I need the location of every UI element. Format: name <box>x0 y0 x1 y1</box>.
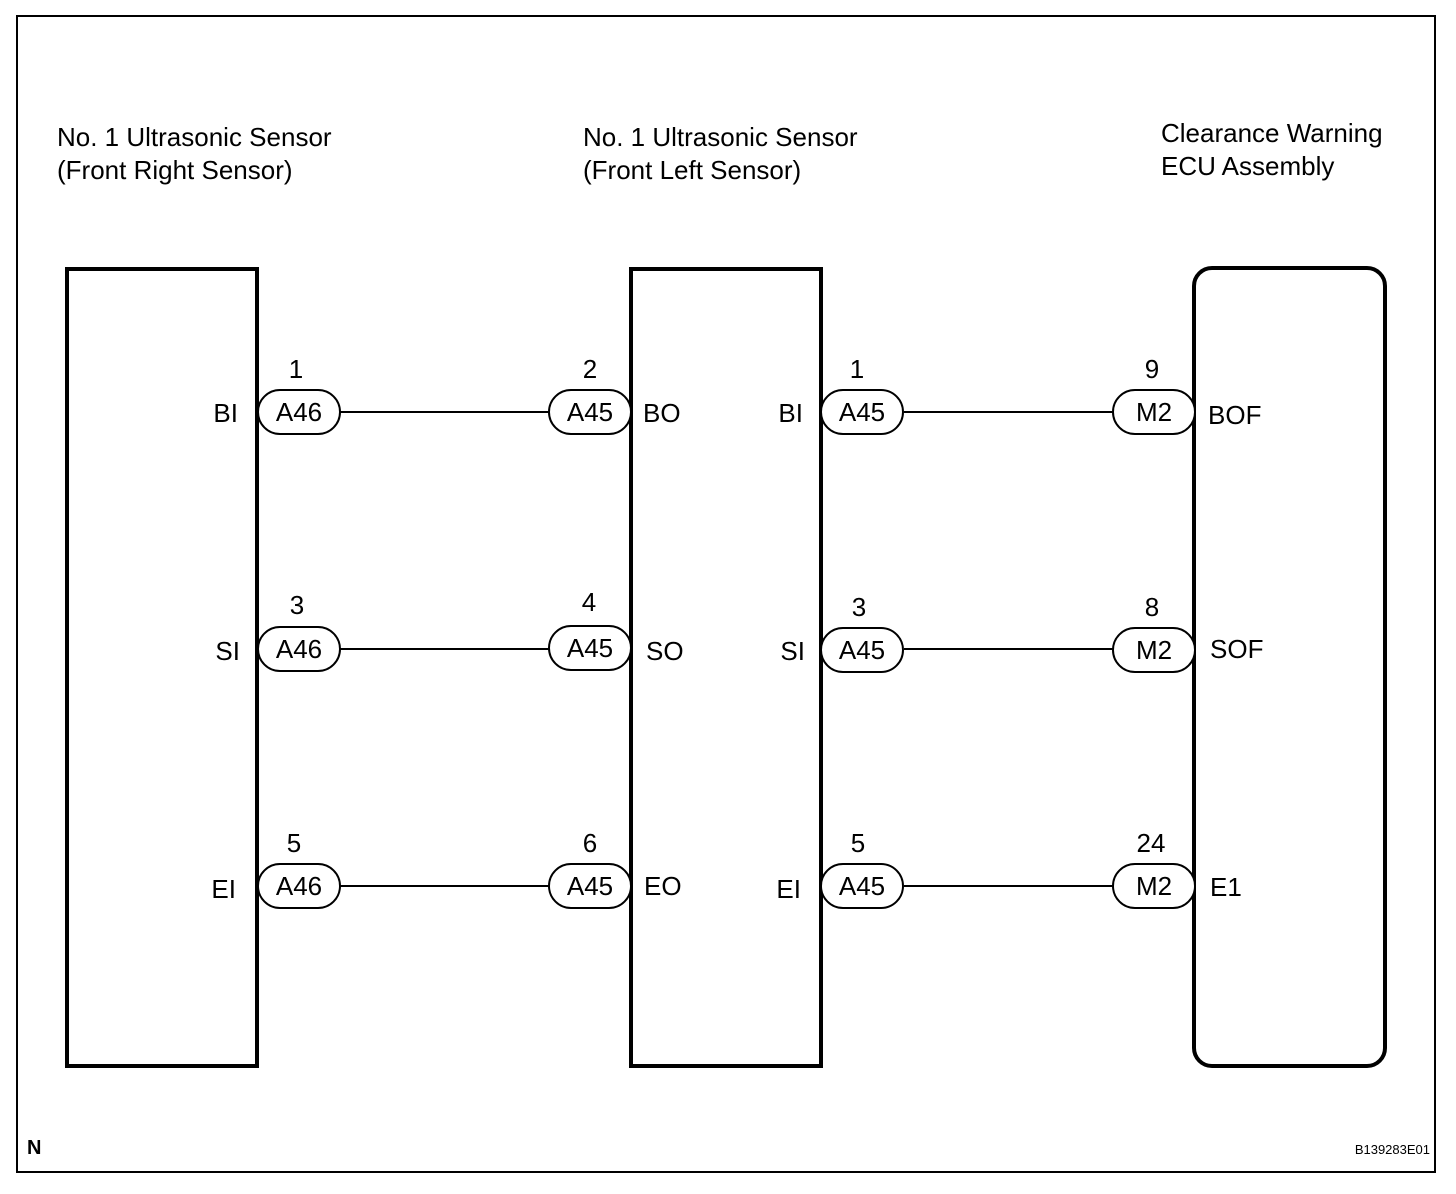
connector-tag: A46 <box>257 389 341 435</box>
pin-number: 3 <box>851 592 867 622</box>
ecu-assembly-title-line1: Clearance Warning <box>1161 118 1383 148</box>
wire-ei-e1 <box>904 885 1114 887</box>
terminal-label: BI <box>778 398 803 428</box>
terminal-label: SI <box>215 636 240 666</box>
terminal-label: BOF <box>1208 400 1262 430</box>
terminal-label: SOF <box>1210 634 1264 664</box>
terminal-label: EI <box>211 874 236 904</box>
connector-tag: A45 <box>820 863 904 909</box>
wire-si-sof <box>904 648 1114 650</box>
terminal-label: BO <box>643 398 681 428</box>
wire-bi-bo <box>340 411 550 413</box>
connector-tag: A45 <box>820 389 904 435</box>
connector-tag: A45 <box>548 863 632 909</box>
front-right-sensor-title-line2: (Front Right Sensor) <box>57 155 293 185</box>
connector-tag: A45 <box>820 627 904 673</box>
wire-si-so <box>340 648 550 650</box>
connector-tag: M2 <box>1112 389 1196 435</box>
connector-tag: A45 <box>548 389 632 435</box>
connector-tag: A46 <box>257 863 341 909</box>
terminal-label: BI <box>213 398 238 428</box>
front-left-sensor-title: No. 1 Ultrasonic Sensor (Front Left Sens… <box>583 121 858 187</box>
pin-number: 5 <box>850 828 866 858</box>
connector-tag: A46 <box>257 626 341 672</box>
pin-number: 3 <box>289 590 305 620</box>
front-right-sensor-title-line1: No. 1 Ultrasonic Sensor <box>57 122 332 152</box>
pin-number: 5 <box>286 828 302 858</box>
pin-number: 4 <box>581 587 597 617</box>
wire-ei-eo <box>340 885 550 887</box>
front-left-sensor-box <box>629 267 823 1068</box>
terminal-label: E1 <box>1210 872 1242 902</box>
connector-tag: A45 <box>548 625 632 671</box>
corner-mark: N <box>27 1137 42 1159</box>
terminal-label: SI <box>780 636 805 666</box>
ecu-assembly-title: Clearance Warning ECU Assembly <box>1161 117 1383 183</box>
pin-number: 1 <box>288 354 304 384</box>
wire-bi-bof <box>904 411 1114 413</box>
terminal-label: EI <box>776 874 801 904</box>
front-left-sensor-title-line1: No. 1 Ultrasonic Sensor <box>583 122 858 152</box>
connector-tag: M2 <box>1112 863 1196 909</box>
ecu-assembly-box <box>1192 266 1387 1068</box>
pin-number: 9 <box>1144 354 1160 384</box>
terminal-label: EO <box>644 871 682 901</box>
pin-number: 2 <box>582 354 598 384</box>
diagram-frame <box>16 15 1436 1173</box>
front-right-sensor-title: No. 1 Ultrasonic Sensor (Front Right Sen… <box>57 121 332 187</box>
pin-number: 24 <box>1136 828 1166 858</box>
pin-number: 6 <box>582 828 598 858</box>
pin-number: 8 <box>1144 592 1160 622</box>
terminal-label: SO <box>646 636 684 666</box>
ecu-assembly-title-line2: ECU Assembly <box>1161 151 1335 181</box>
connector-tag: M2 <box>1112 627 1196 673</box>
front-right-sensor-box <box>65 267 259 1068</box>
front-left-sensor-title-line2: (Front Left Sensor) <box>583 155 802 185</box>
figure-code: B139283E01 <box>1354 1142 1430 1157</box>
pin-number: 1 <box>849 354 865 384</box>
